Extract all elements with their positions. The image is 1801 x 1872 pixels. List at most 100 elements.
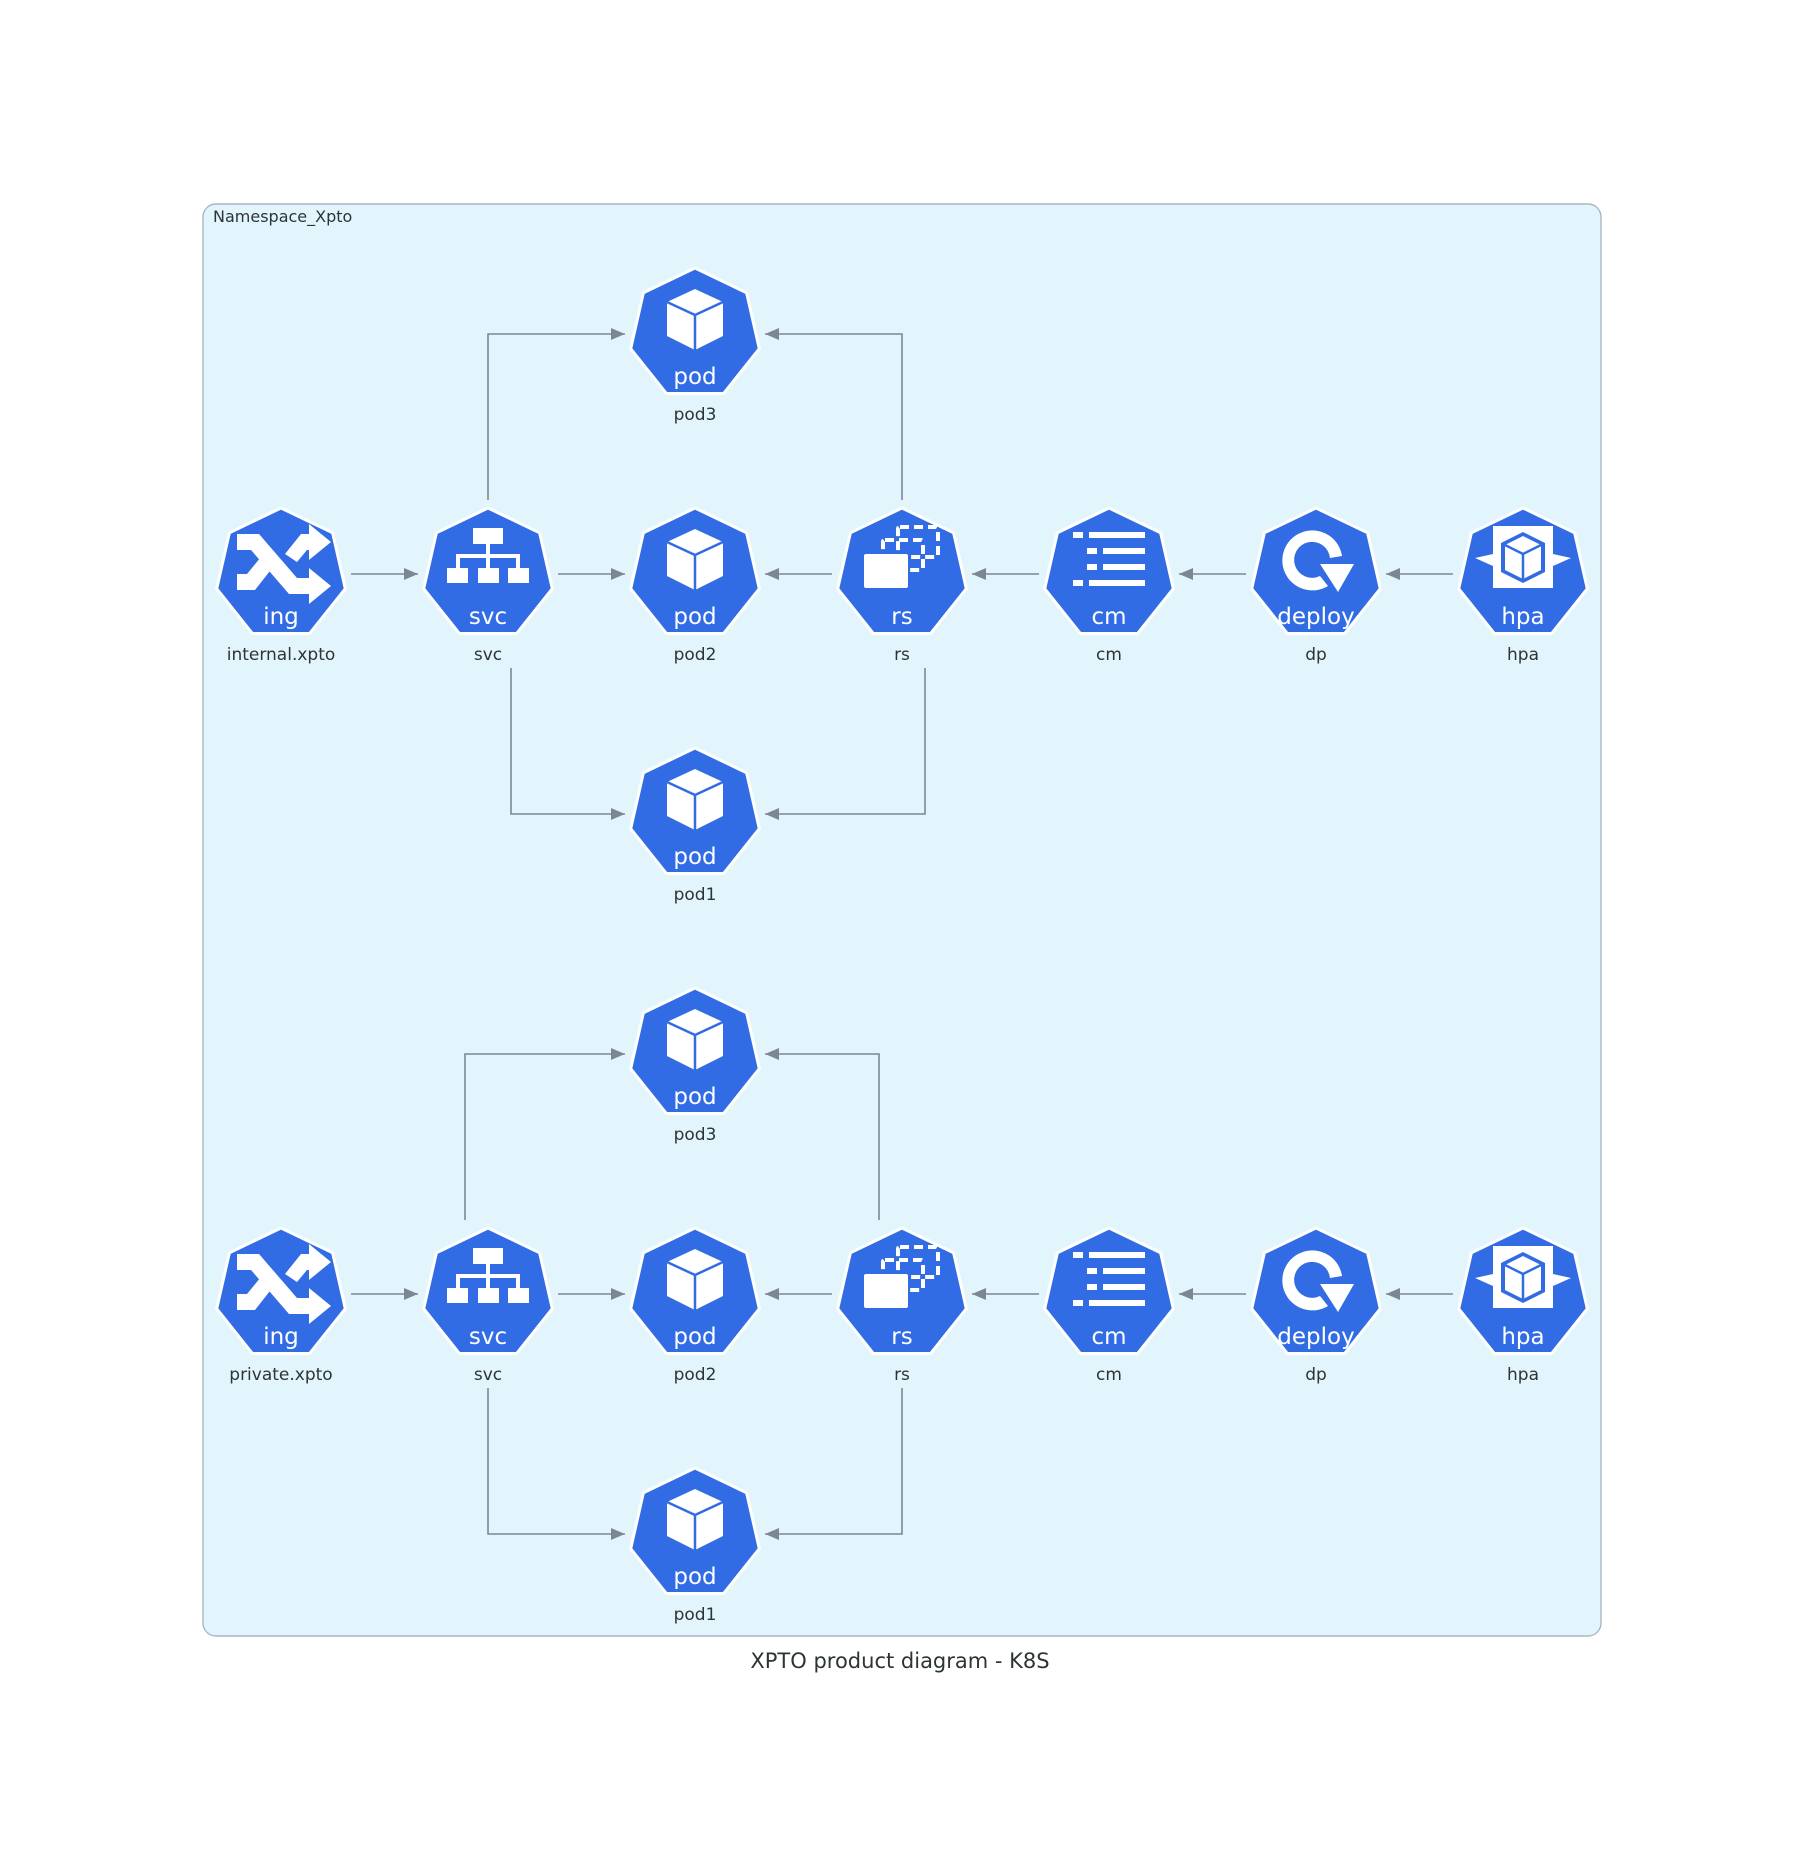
deployment-rotate-icon bbox=[1282, 1250, 1354, 1312]
edge-svc-to-pod3 bbox=[464, 1048, 625, 1220]
arrow-head bbox=[611, 1528, 625, 1540]
node-name-label: hpa bbox=[1507, 645, 1539, 665]
autoscaler-expand-icon bbox=[1475, 1246, 1571, 1308]
pod-cube-icon bbox=[666, 1009, 724, 1070]
arrow-head bbox=[972, 568, 986, 580]
node-kind-label: pod bbox=[673, 844, 716, 870]
configmap-list-icon bbox=[1073, 532, 1145, 586]
node-name-label: pod3 bbox=[674, 1125, 717, 1145]
arrow-head bbox=[404, 1288, 418, 1300]
service-hierarchy-icon bbox=[447, 528, 529, 583]
edge-line bbox=[765, 1388, 903, 1535]
edge-hpa-to-dp bbox=[1386, 1288, 1453, 1300]
node-name-label: cm bbox=[1096, 645, 1122, 665]
node-name-label: rs bbox=[894, 1365, 910, 1385]
node-kind-label: svc bbox=[469, 1324, 507, 1350]
node-name-label: pod2 bbox=[674, 1365, 717, 1385]
arrow-head bbox=[611, 328, 625, 340]
node-heptagon bbox=[1043, 506, 1175, 635]
arrow-head bbox=[611, 808, 625, 820]
node-kind-label: pod bbox=[673, 1564, 716, 1590]
node-internal-pod1[interactable]: pod pod1 bbox=[629, 746, 761, 905]
arrow-head bbox=[972, 1288, 986, 1300]
node-kind-label: pod bbox=[673, 1084, 716, 1110]
ingress-shuffle-icon bbox=[237, 524, 331, 604]
node-private-pod1[interactable]: pod pod1 bbox=[629, 1466, 761, 1625]
node-kind-label: deploy bbox=[1277, 604, 1354, 630]
edge-svc-to-pod1 bbox=[510, 668, 625, 820]
edge-group-internal bbox=[351, 328, 1453, 820]
edge-rs-to-pod2 bbox=[765, 568, 832, 580]
node-private-rs[interactable]: rs rs bbox=[836, 1226, 968, 1385]
service-hierarchy-icon bbox=[447, 1248, 529, 1303]
node-kind-label: hpa bbox=[1501, 1324, 1544, 1350]
edge-line bbox=[765, 1053, 880, 1220]
nodes: inginternal.xptosvcsvcpodpod3podpod2podp… bbox=[215, 266, 1589, 1625]
arrow-head bbox=[765, 808, 779, 820]
node-internal-cm[interactable]: cm cm bbox=[1043, 506, 1175, 665]
node-name-label: dp bbox=[1305, 1365, 1327, 1385]
edge-ing-to-svc bbox=[351, 1288, 418, 1300]
arrow-head bbox=[1386, 568, 1400, 580]
edge-line bbox=[487, 333, 625, 500]
autoscaler-expand-icon bbox=[1475, 526, 1571, 588]
edge-dp-to-cm bbox=[1179, 1288, 1246, 1300]
diagram-title: XPTO product diagram - K8S bbox=[750, 1649, 1049, 1673]
pod-cube-icon bbox=[666, 769, 724, 830]
node-name-label: pod2 bbox=[674, 645, 717, 665]
edge-hpa-to-dp bbox=[1386, 568, 1453, 580]
replicaset-stack-icon bbox=[864, 525, 940, 588]
node-heptagon bbox=[1250, 506, 1382, 635]
node-kind-label: cm bbox=[1091, 1324, 1126, 1350]
deployment-rotate-icon bbox=[1282, 530, 1354, 592]
node-name-label: cm bbox=[1096, 1365, 1122, 1385]
edge-rs-to-pod2 bbox=[765, 1288, 832, 1300]
replicaset-stack-icon bbox=[864, 1245, 940, 1308]
pod-cube-icon bbox=[666, 1249, 724, 1310]
namespace-cluster-box bbox=[202, 203, 1602, 1637]
edge-cm-to-rs bbox=[972, 568, 1039, 580]
arrow-head bbox=[611, 1048, 625, 1060]
pod-cube-icon bbox=[666, 1489, 724, 1550]
node-heptagon bbox=[1043, 1226, 1175, 1355]
node-kind-label: rs bbox=[891, 604, 912, 630]
edge-line bbox=[510, 668, 625, 815]
node-kind-label: ing bbox=[263, 1324, 299, 1350]
node-internal-hpa[interactable]: hpa hpa bbox=[1457, 506, 1589, 665]
node-private-pod3[interactable]: pod pod3 bbox=[629, 986, 761, 1145]
edge-svc-to-pod3 bbox=[487, 328, 625, 500]
edge-svc-to-pod2 bbox=[558, 568, 625, 580]
edge-svc-to-pod1 bbox=[487, 1388, 625, 1540]
node-kind-label: pod bbox=[673, 1324, 716, 1350]
edge-rs-to-pod3 bbox=[765, 328, 903, 500]
node-kind-label: cm bbox=[1091, 604, 1126, 630]
node-name-label: pod1 bbox=[674, 1605, 717, 1625]
node-name-label: pod1 bbox=[674, 885, 717, 905]
node-kind-label: rs bbox=[891, 1324, 912, 1350]
edge-line bbox=[487, 1388, 625, 1535]
node-heptagon bbox=[1250, 1226, 1382, 1355]
node-private-pod2[interactable]: pod pod2 bbox=[629, 1226, 761, 1385]
edges bbox=[351, 328, 1453, 1540]
edge-line bbox=[765, 333, 903, 500]
node-kind-label: hpa bbox=[1501, 604, 1544, 630]
pod-cube-icon bbox=[666, 289, 724, 350]
node-private-cm[interactable]: cm cm bbox=[1043, 1226, 1175, 1385]
edge-line bbox=[765, 668, 926, 815]
edge-line bbox=[464, 1053, 625, 1220]
edge-group-private bbox=[351, 1048, 1453, 1540]
arrow-head bbox=[611, 1288, 625, 1300]
node-kind-label: svc bbox=[469, 604, 507, 630]
arrow-head bbox=[1179, 568, 1193, 580]
